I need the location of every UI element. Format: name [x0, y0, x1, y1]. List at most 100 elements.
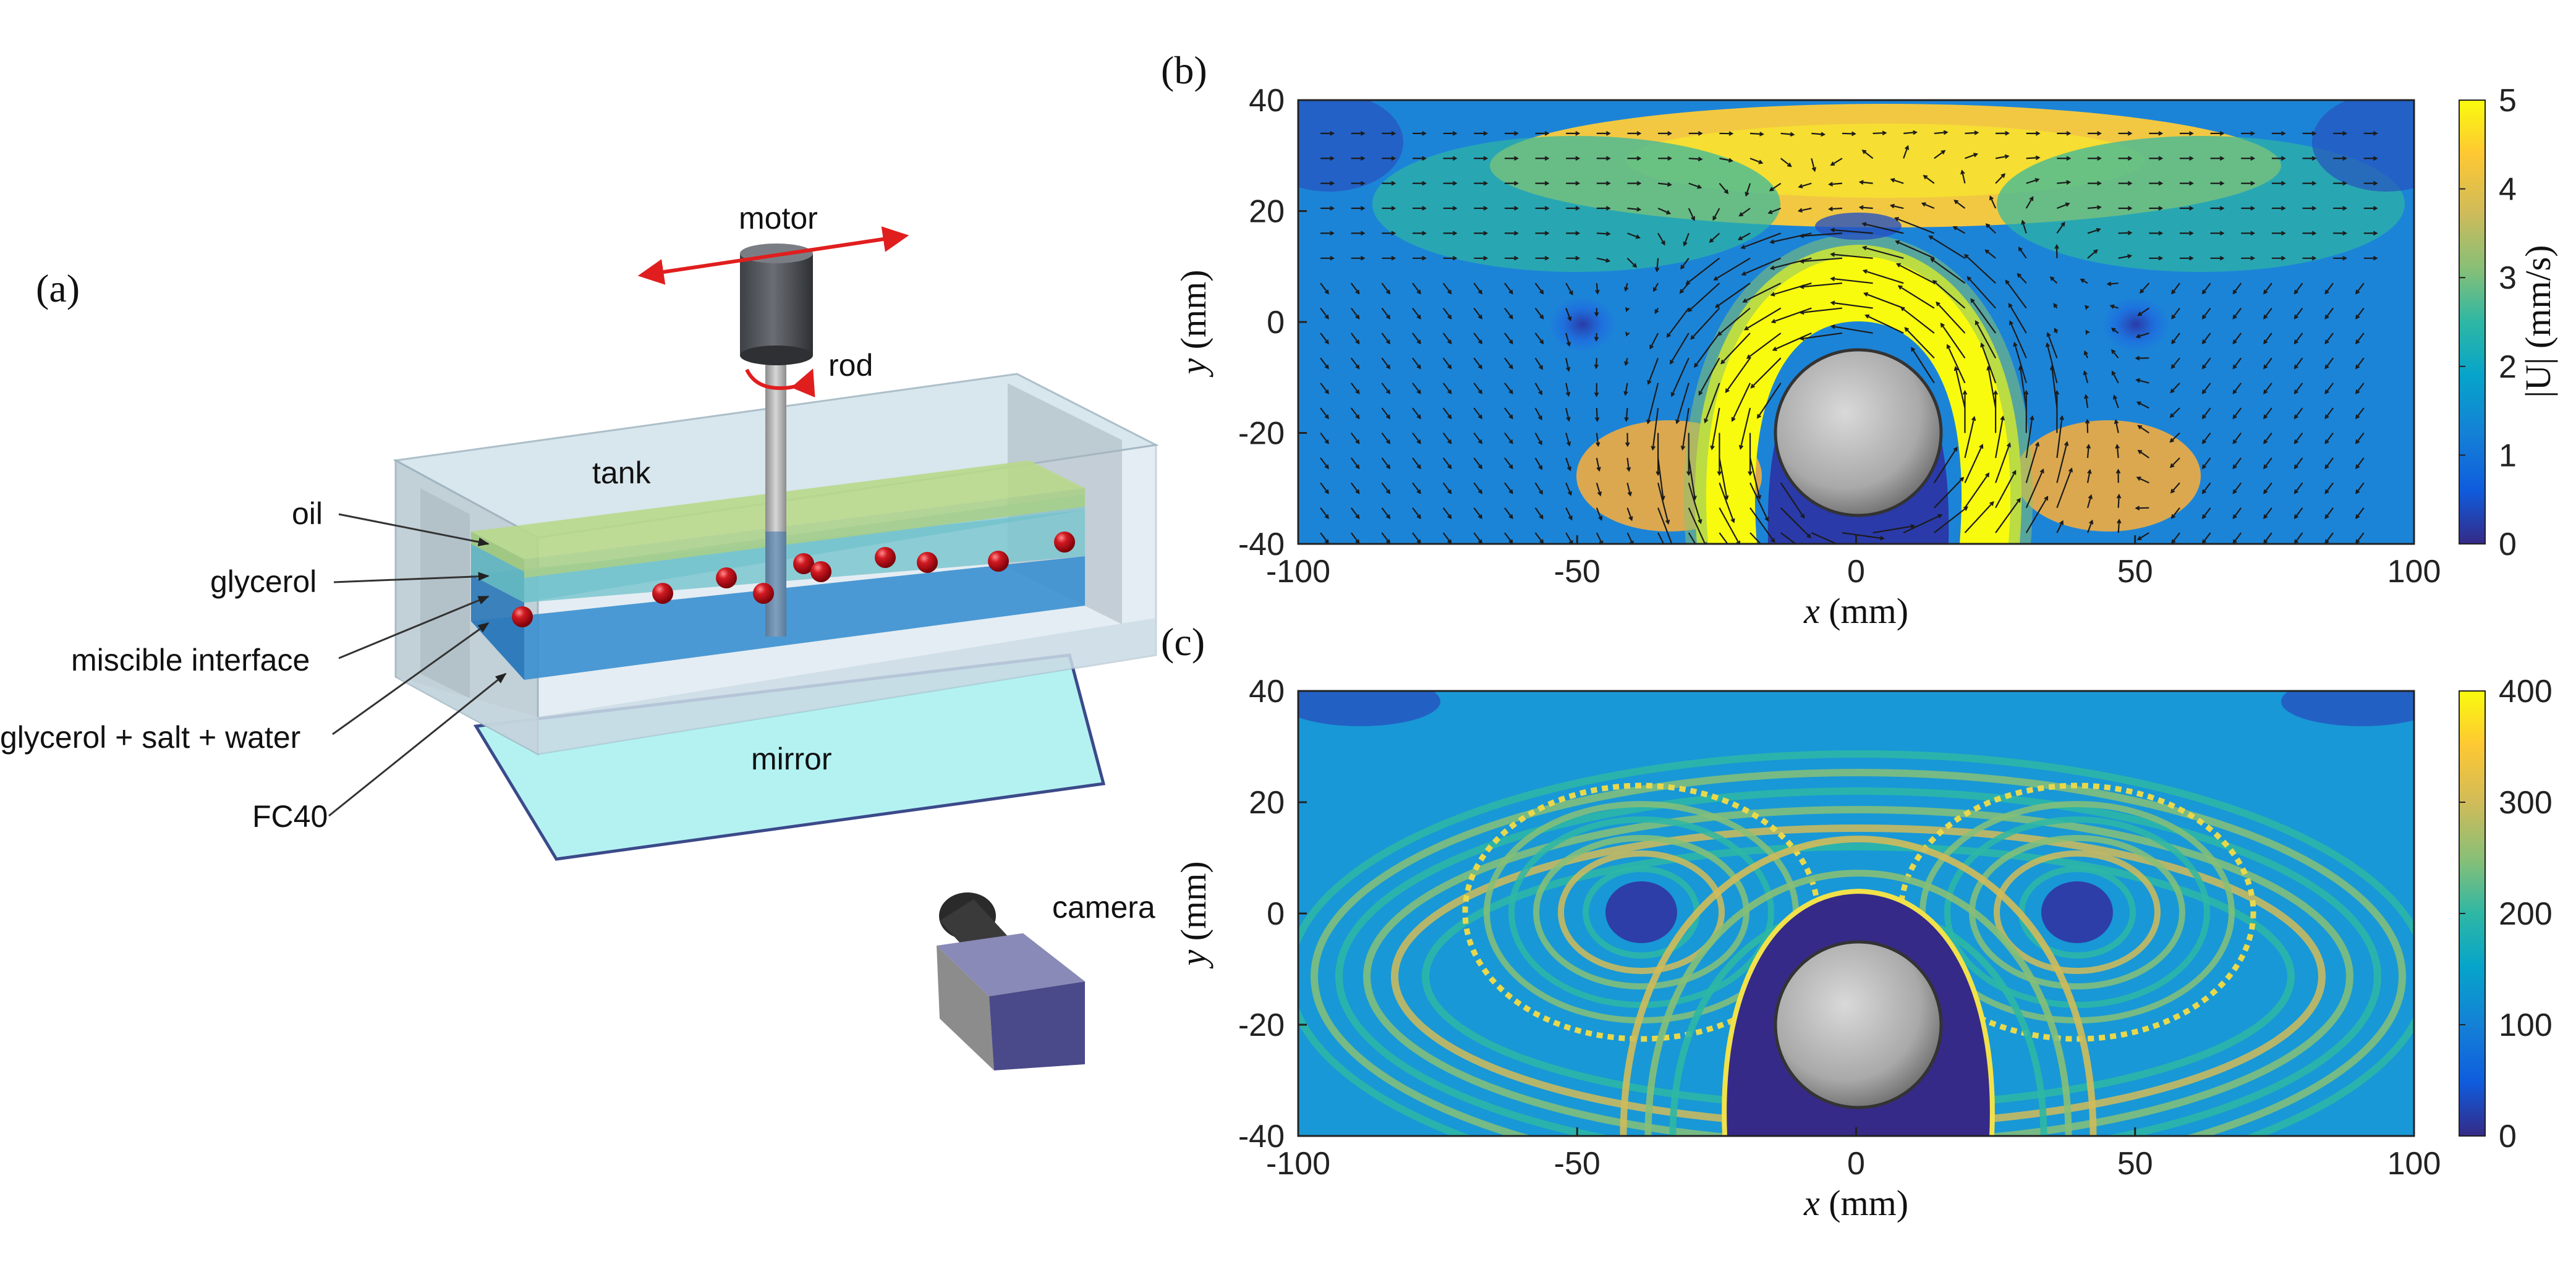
quiver-arrow-head [1806, 533, 1811, 538]
quiver-arrow-head [1913, 130, 1918, 135]
quiver-arrow [2263, 282, 2272, 294]
quiver-arrow [2263, 407, 2272, 419]
quiver-arrow-head [1862, 269, 1868, 274]
quiver-arrow-head [2136, 477, 2141, 481]
quiver-arrow-head [1567, 316, 1572, 321]
quiver-arrow-head [1632, 263, 1638, 268]
miscible-interface-label: miscible interface [71, 643, 310, 677]
quiver-arrow [1964, 501, 1994, 533]
quiver-arrow [1967, 276, 1996, 309]
quiver-arrow-head [2219, 231, 2225, 236]
quiver-arrow-head [2060, 221, 2065, 227]
quiver-arrow-head [1594, 417, 1600, 422]
quiver-arrow-head [1625, 442, 1630, 447]
quiver-arrow-head [2049, 276, 2055, 281]
quiver-arrow [1780, 132, 1794, 135]
quiver-arrow [1780, 532, 1797, 544]
quiver-arrow [2263, 457, 2272, 469]
quiver-arrow-head [2009, 320, 2013, 326]
quiver-arrow [2232, 333, 2242, 344]
quiver-arrow-head [1538, 440, 1542, 446]
quiver-arrow [1964, 254, 1996, 284]
quiver-arrow-head [2158, 131, 2164, 136]
quiver-arrow-head [2263, 414, 2268, 420]
colorbar-tick-label: 100 [2499, 1007, 2553, 1043]
quiver-arrow [1350, 383, 1360, 394]
quiver-arrow-head [1741, 563, 1744, 567]
quiver-arrow-head [2080, 278, 2085, 283]
quiver-arrow [1719, 482, 1735, 523]
quiver-arrow-head [2232, 439, 2237, 444]
quiver-arrow-head [1713, 276, 1719, 281]
quiver-arrow-head [1647, 379, 1652, 385]
quiver-arrow-head [1724, 495, 1729, 501]
quiver-arrow-head [1863, 292, 1869, 297]
quiver-arrow-head [1544, 180, 1550, 186]
quiver-arrow [1863, 247, 1904, 259]
quiver-arrow-head [1846, 547, 1850, 550]
quiver-arrow [2056, 468, 2073, 509]
quiver-arrow-head [1724, 189, 1729, 195]
quiver-arrow-head [1861, 150, 1867, 155]
quiver-arrow-head [1646, 419, 1651, 425]
quiver-arrow [2324, 383, 2334, 394]
schematic-panel: (a) mirror tank [0, 201, 1159, 1070]
quiver-arrow-head [2219, 156, 2225, 161]
quiver-arrow [1565, 407, 1570, 421]
quiver-arrow-head [1623, 286, 1629, 292]
quiver-arrow-head [2189, 231, 2194, 236]
quiver-arrow [1742, 257, 1782, 276]
quiver-arrow [2202, 357, 2211, 369]
quiver-arrow-head [1797, 208, 1803, 213]
quiver-arrow [2294, 282, 2303, 294]
quiver-arrow [2202, 432, 2211, 444]
quiver-arrow-head [1544, 156, 1550, 161]
quiver-arrow-head [2324, 489, 2329, 494]
quiver-arrow-head [1625, 307, 1630, 313]
quiver-arrow-head [1911, 347, 1916, 352]
quiver-arrow [1381, 532, 1390, 544]
colorbar-tick-label: 1 [2499, 438, 2517, 473]
quiver-arrow-head [1330, 156, 1335, 161]
quiver-arrow [1811, 158, 1816, 171]
quiver-arrow [2202, 482, 2211, 494]
quiver-arrow-head [1447, 514, 1452, 519]
quiver-arrow-head [1575, 206, 1581, 211]
quiver-arrow-head [2035, 131, 2041, 136]
quiver-arrow-head [1416, 514, 1421, 519]
quiver-arrow-head [1416, 339, 1421, 345]
mirror-label: mirror [751, 742, 832, 776]
quiver-arrow-head [2109, 304, 2115, 309]
quiver-arrow-head [1324, 315, 1329, 320]
quiver-arrow [2232, 532, 2242, 544]
camera-label: camera [1052, 890, 1155, 925]
quiver-arrow [1704, 383, 1720, 423]
quiver-arrow-head [1830, 300, 1835, 305]
quiver-arrow-head [1575, 256, 1581, 261]
quiver-arrow [2263, 432, 2272, 444]
quiver-arrow [1596, 283, 1599, 294]
quiver-arrow [1831, 278, 1873, 284]
quiver-arrow [2086, 495, 2092, 508]
quiver-arrow-head [1355, 489, 1360, 494]
quiver-arrow-head [2008, 303, 2013, 308]
quiver-arrow-head [1324, 439, 1329, 444]
quiver-arrow [1934, 477, 1964, 509]
quiver-arrow-head [2263, 464, 2268, 470]
quiver-arrow-head [1636, 180, 1642, 186]
quiver-arrow-head [1730, 518, 1735, 523]
quiver-arrow-head [1660, 240, 1665, 246]
particle [512, 606, 533, 627]
quiver-arrow [1412, 507, 1421, 519]
quiver-arrow-head [1720, 359, 1725, 365]
quiver-arrow-head [2169, 413, 2175, 418]
quiver-arrow [2056, 442, 2068, 483]
quiver-arrow-head [1447, 464, 1452, 470]
quiver-arrow [2355, 383, 2365, 394]
quiver-arrow-head [1538, 489, 1543, 495]
quiver-arrow-head [1539, 514, 1544, 520]
quiver-arrow-head [1605, 258, 1611, 263]
quiver-arrow [1647, 357, 1659, 384]
quiver-arrow [2232, 383, 2242, 394]
quiver-arrow-head [1416, 464, 1421, 470]
